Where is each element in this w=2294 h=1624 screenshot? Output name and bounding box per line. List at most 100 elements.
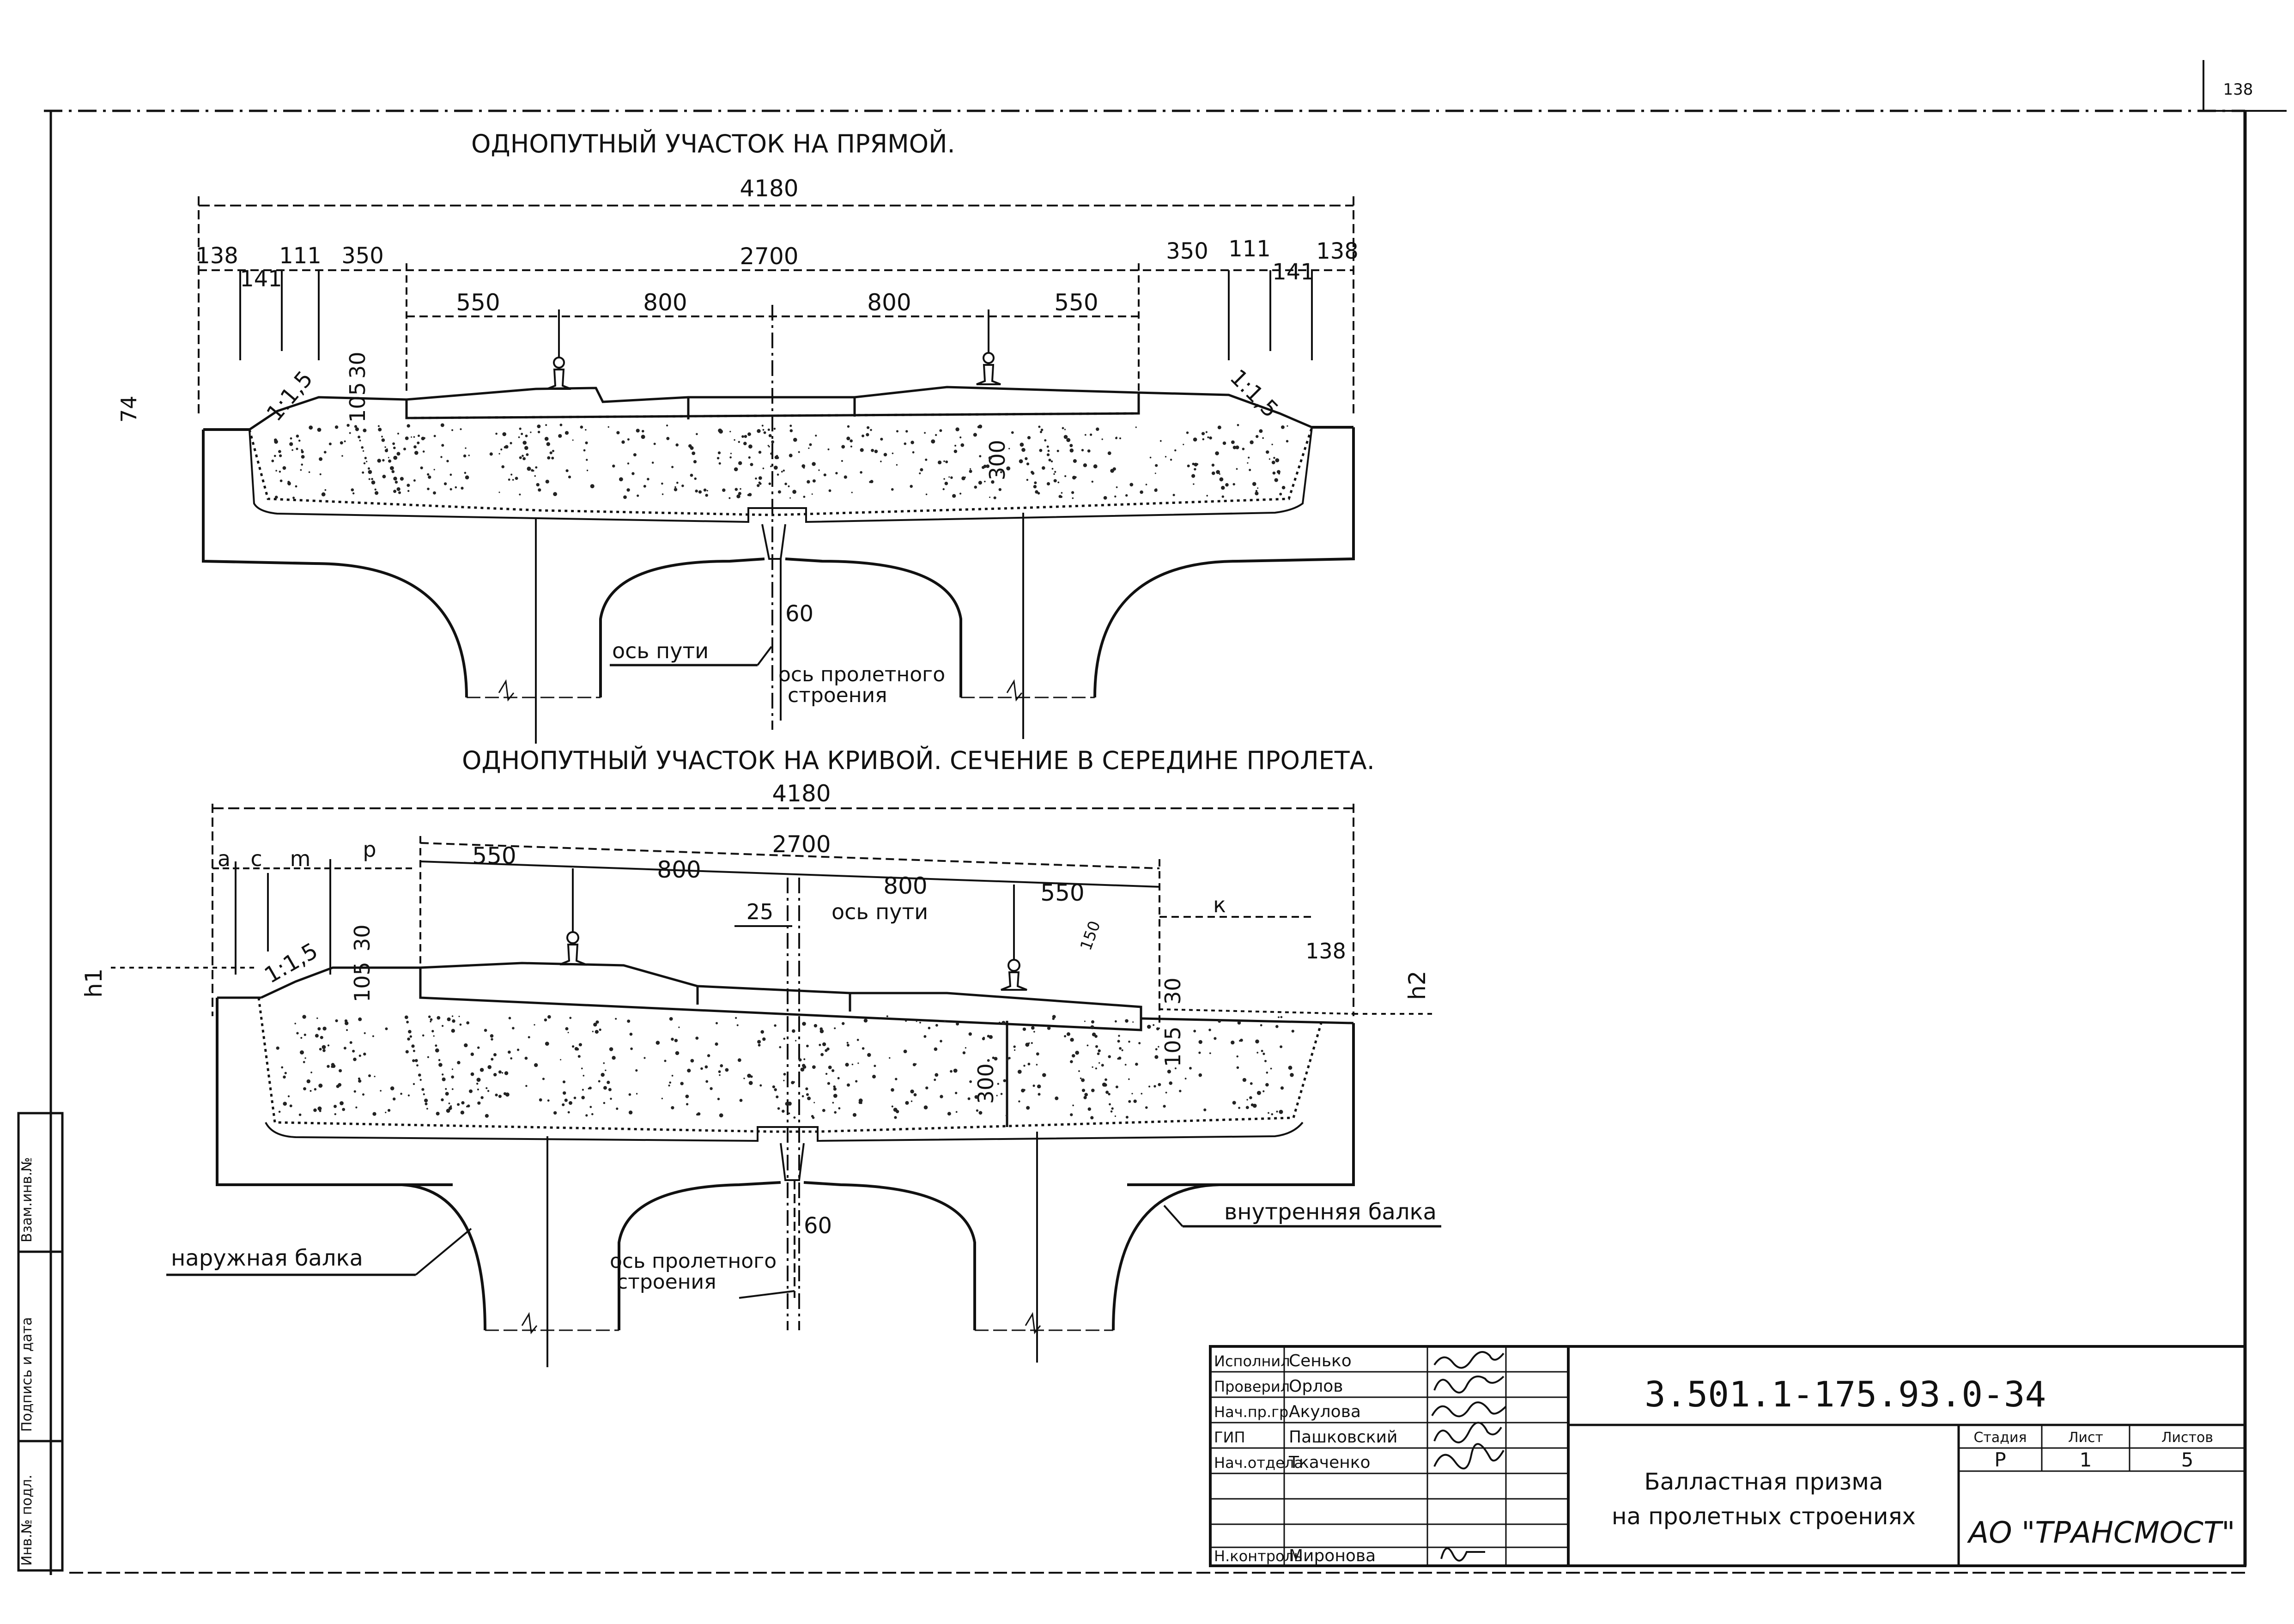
ballast-grain <box>1209 1052 1211 1054</box>
ballast-grain <box>1098 1062 1100 1064</box>
ballast-grain <box>736 1024 739 1026</box>
ballast-grain <box>1155 1048 1158 1051</box>
ballast-grain <box>537 424 541 429</box>
side-stamp <box>17 1112 64 1572</box>
top-dim-141-left: 141 <box>240 266 282 292</box>
ballast-grain <box>522 441 527 445</box>
top-dim-row-1 <box>199 263 1353 393</box>
ballast-grain <box>850 445 852 448</box>
ballast-grain <box>274 496 278 499</box>
role-7: Н.контроль <box>1214 1547 1303 1565</box>
ballast-grain <box>547 1015 551 1019</box>
ballast-grain <box>774 1024 777 1027</box>
ballast-grain <box>1128 1100 1131 1103</box>
ballast-grain <box>1022 1027 1026 1031</box>
ballast-grain <box>491 1038 493 1041</box>
ballast-grain <box>953 1068 958 1073</box>
ballast-grain <box>770 465 772 467</box>
ballast-grain <box>757 484 760 487</box>
ballast-grain <box>427 487 430 491</box>
ballast-grain <box>390 466 394 470</box>
ballast-grain <box>1110 469 1114 473</box>
ballast-grain <box>449 1106 452 1110</box>
ballast-grain <box>1163 1105 1166 1108</box>
ballast-grain <box>1247 462 1249 464</box>
ballast-grain <box>696 433 698 436</box>
ballast-grain <box>671 1075 674 1077</box>
ballast-grain <box>1081 448 1084 452</box>
ballast-grain <box>486 1087 488 1089</box>
ballast-grain <box>366 461 368 462</box>
ballast-grain <box>1211 463 1215 467</box>
ballast-grain <box>443 482 447 485</box>
ballast-grain <box>795 1040 797 1042</box>
ballast-grain <box>1108 1055 1111 1058</box>
top-dim-60: 60 <box>785 601 813 627</box>
ballast-grain <box>1080 1077 1082 1079</box>
ballast-grain <box>977 425 980 429</box>
ballast-grain <box>896 464 898 466</box>
ballast-grain <box>960 443 965 447</box>
ballast-grain <box>1280 1086 1284 1090</box>
ballast-grain <box>1027 1062 1031 1066</box>
ballast-grain <box>508 479 510 481</box>
ballast-grain <box>396 487 401 491</box>
ballast-grain <box>1032 1085 1035 1087</box>
ballast-grain <box>867 426 870 429</box>
ballast-grain <box>362 471 364 474</box>
ballast-grain <box>1042 1073 1046 1077</box>
ballast-grain <box>441 1098 444 1102</box>
ballast-grain <box>1018 1100 1020 1103</box>
ballast-grain <box>870 429 872 431</box>
ballast-grain <box>748 444 753 449</box>
ballast-grain <box>628 1093 631 1096</box>
ballast-grain <box>413 479 416 482</box>
title-block <box>1209 1345 2246 1567</box>
top-dim-800-left: 800 <box>643 289 687 316</box>
ballast-grain <box>750 463 753 467</box>
ballast-grain <box>623 495 627 499</box>
ballast-grain <box>536 483 540 487</box>
top-dim-350-right: 350 <box>1166 238 1208 264</box>
ballast-grain <box>319 1048 322 1051</box>
ballast-grain <box>860 448 864 452</box>
ballast-grain <box>460 428 462 430</box>
ballast-grain <box>558 434 562 438</box>
ballast-grain <box>1048 459 1051 461</box>
ballast-grain <box>334 425 339 429</box>
ballast-grain <box>737 1058 741 1062</box>
ballast-grain <box>827 448 830 450</box>
ballast-grain <box>822 1109 825 1112</box>
ballast-grain <box>355 1106 358 1109</box>
ballast-grain <box>789 454 793 458</box>
ballast-grain <box>615 1018 617 1020</box>
ballast-grain <box>1072 1054 1075 1058</box>
ballast-grain <box>374 1076 376 1078</box>
ballast-grain <box>1063 435 1068 439</box>
ballast-grain <box>747 1073 752 1078</box>
ballast-grain <box>409 1035 412 1038</box>
ballast-grain <box>377 425 380 427</box>
ballast-grain <box>446 1109 450 1113</box>
name-2: Акулова <box>1289 1402 1361 1421</box>
ballast-grain <box>1014 1049 1016 1051</box>
ballast-grain <box>912 1063 916 1067</box>
ballast-grain <box>547 456 551 460</box>
ballast-grain <box>1034 481 1037 485</box>
ballast-grain <box>1154 473 1156 474</box>
ballast-grain <box>768 482 771 485</box>
ballast-grain <box>1061 492 1063 494</box>
ballast-grain <box>789 497 791 499</box>
ballast-grain <box>300 1037 303 1039</box>
ballast-grain <box>466 1105 468 1108</box>
ballast-grain <box>276 1046 279 1050</box>
ballast-grain <box>1020 442 1024 447</box>
ballast-grain <box>419 1079 422 1081</box>
ballast-grain <box>351 488 354 491</box>
ballast-grain <box>1278 473 1281 475</box>
ballast-grain <box>1069 448 1074 453</box>
ballast-grain <box>487 1090 490 1092</box>
ballast-grain <box>792 490 796 494</box>
ballast-grain <box>394 480 398 484</box>
ballast-grain <box>1145 1106 1148 1109</box>
